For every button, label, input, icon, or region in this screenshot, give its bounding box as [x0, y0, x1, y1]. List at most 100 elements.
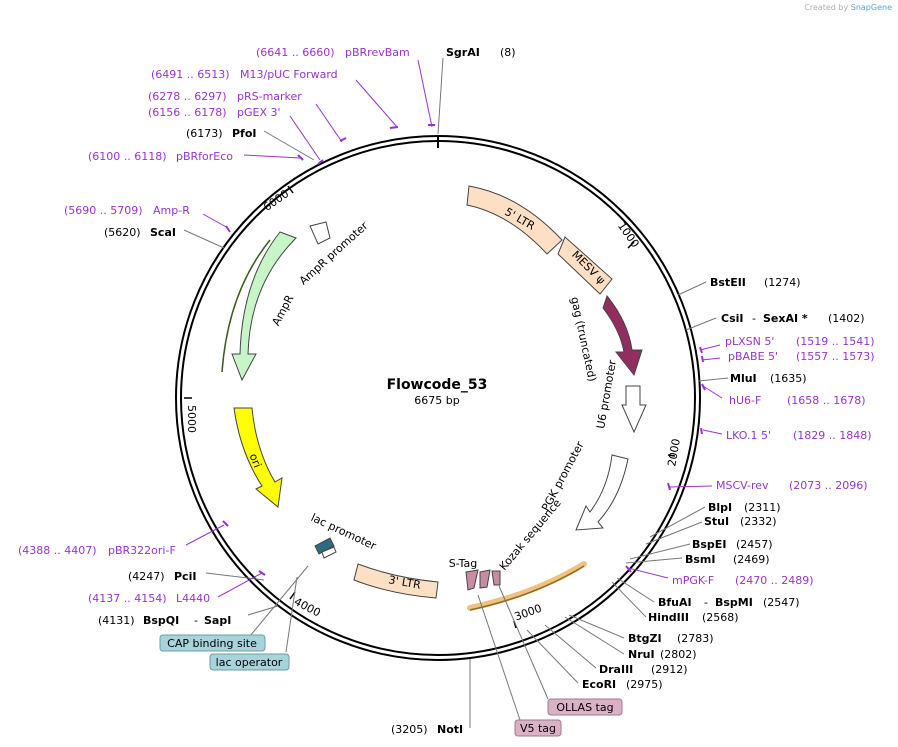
enzyme-csii: CsiI	[721, 312, 743, 325]
svg-text:-: -	[752, 312, 756, 325]
feature-ampr-promoter[interactable]	[309, 221, 331, 245]
svg-text:-: -	[194, 614, 198, 627]
enzyme-sexai: SexAI *	[763, 312, 808, 325]
primer-m13-puc-forward: M13/pUC Forward	[240, 68, 338, 81]
tick-label-5000: 5000	[185, 405, 198, 433]
enzyme-sites[interactable]: SgrAI (8) BstEII (1274) CsiI - SexAI * (…	[98, 46, 865, 736]
primer-plxsn-5: pLXSN 5'	[725, 335, 774, 348]
enzyme-bspqi: BspQI	[143, 614, 179, 627]
feature-3-ltr[interactable]	[353, 563, 439, 599]
svg-text:(4388 .. 4407): (4388 .. 4407)	[18, 544, 97, 557]
v5-tag-box	[514, 719, 562, 737]
svg-text:(8): (8)	[500, 46, 516, 59]
primer-l4440: L4440	[176, 592, 210, 605]
feature-label-kozak-sequence: Kozak sequence	[497, 496, 564, 573]
primer-mpgk-f: mPGK-F	[672, 574, 714, 587]
lac-operator-box	[209, 653, 290, 671]
boxed-feature-labels[interactable]: CAP binding site lac operator OLLAS tag …	[159, 565, 623, 737]
label-v5-tag: V5 tag	[520, 722, 556, 735]
svg-text:(2469): (2469)	[733, 553, 770, 566]
enzyme-pfoi: PfoI	[232, 127, 257, 140]
feature-ampr[interactable]	[231, 231, 297, 382]
tick-label-4000: 4000	[292, 595, 323, 620]
enzyme-sapi: SapI	[204, 614, 231, 627]
tick-label-3000: 3000	[513, 602, 544, 624]
enzyme-noti: NotI	[437, 723, 463, 736]
feature-mesv-psi[interactable]	[557, 236, 613, 295]
enzyme-ecori: EcoRI	[582, 678, 616, 691]
enzyme-pcii: PciI	[174, 570, 196, 583]
svg-text:(2547): (2547)	[763, 596, 800, 609]
feature-label-gag-truncated: gag (truncated)	[568, 296, 599, 383]
primer-hu6-f: hU6-F	[729, 394, 761, 407]
svg-text:(2457): (2457)	[736, 538, 773, 551]
enzyme-bfuai: BfuAI	[658, 596, 692, 609]
label-ollas-tag: OLLAS tag	[556, 701, 613, 714]
svg-text:(6641 .. 6660): (6641 .. 6660)	[256, 46, 335, 59]
svg-text:(3205): (3205)	[391, 723, 428, 736]
svg-text:(4131): (4131)	[98, 614, 135, 627]
cap-binding-site-box	[159, 634, 266, 652]
svg-text:(4247): (4247)	[128, 570, 165, 583]
feature-gag-truncated[interactable]	[602, 294, 643, 377]
svg-text:(2332): (2332)	[740, 515, 777, 528]
feature-u6-promoter[interactable]	[621, 385, 647, 434]
feature-s-tag[interactable]	[465, 569, 501, 591]
svg-text:(2975): (2975)	[626, 678, 663, 691]
feature-label-ampr: AmpR	[269, 292, 296, 327]
snapgene-logo: SnapGene	[850, 3, 892, 12]
enzyme-draiii: DraIII	[599, 663, 633, 676]
feature-label-ori: ori	[247, 452, 264, 470]
feature-pgk-promoter[interactable]	[575, 454, 629, 531]
svg-text:(6278 .. 6297): (6278 .. 6297)	[148, 90, 227, 103]
primer-mscv-rev: MSCV-rev	[716, 479, 769, 492]
svg-text:(2073 .. 2096): (2073 .. 2096)	[789, 479, 868, 492]
enzyme-bspei: BspEI	[692, 538, 726, 551]
primer-pgex-3: pGEX 3'	[237, 106, 281, 119]
feature-orf-highlight[interactable]	[467, 561, 587, 611]
feature-label-s-tag: S-Tag	[449, 557, 478, 570]
enzyme-scai: ScaI	[150, 226, 176, 239]
plasmid-length: 6675 bp	[414, 394, 459, 407]
tick-label-2000: 2000	[665, 438, 683, 468]
svg-text:(1635): (1635)	[770, 372, 807, 385]
primer-pbrforeco: pBRforEco	[176, 150, 233, 163]
primer-pbrrevbam: pBRrevBam	[345, 46, 410, 59]
svg-text:(1402): (1402)	[828, 312, 865, 325]
svg-text:(1658 .. 1678): (1658 .. 1678)	[787, 394, 866, 407]
primer-pbabe-5: pBABE 5'	[728, 350, 778, 363]
enzyme-blpi: BlpI	[708, 501, 732, 514]
svg-text:(1829 .. 1848): (1829 .. 1848)	[793, 429, 872, 442]
enzyme-btgzi: BtgZI	[628, 632, 662, 645]
enzyme-bsmi: BsmI	[685, 553, 716, 566]
svg-text:(6156 .. 6178): (6156 .. 6178)	[148, 106, 227, 119]
svg-text:(2912): (2912)	[651, 663, 688, 676]
svg-text:(5620): (5620)	[104, 226, 141, 239]
svg-text:(2470 .. 2489): (2470 .. 2489)	[735, 574, 814, 587]
svg-text:(2568): (2568)	[702, 611, 739, 624]
feature-lac-promoter[interactable]	[314, 537, 337, 559]
primer-prs-marker: pRS-marker	[237, 90, 302, 103]
primer-sites[interactable]: pBRrevBam (6641 .. 6660) M13/pUC Forward…	[18, 46, 875, 605]
feature-label-pgk-promoter: PGK promoter	[539, 439, 587, 513]
label-lac-operator: lac operator	[216, 656, 283, 669]
feature-label-u6-promoter: U6 promoter	[594, 359, 619, 430]
feature-5-ltr[interactable]	[466, 185, 563, 255]
feature-label-ampr-promoter: AmpR promoter	[297, 219, 371, 287]
svg-text:(6100 .. 6118): (6100 .. 6118)	[88, 150, 167, 163]
enzyme-hindiii: HindIII	[648, 611, 689, 624]
enzyme-nrui: NruI	[628, 648, 655, 661]
label-cap-binding-site: CAP binding site	[167, 637, 257, 650]
feature-orf-line	[469, 565, 585, 611]
feature-ampr-line	[221, 239, 271, 373]
enzyme-stui: StuI	[704, 515, 729, 528]
ollas-tag-box	[547, 698, 623, 716]
svg-text:(6173): (6173)	[186, 127, 223, 140]
svg-text:(1519 .. 1541): (1519 .. 1541)	[796, 335, 875, 348]
svg-text:(2802): (2802)	[660, 648, 697, 661]
primer-pbr322ori-f: pBR322ori-F	[108, 544, 176, 557]
feature-ori[interactable]	[233, 407, 283, 508]
svg-text:(6491 .. 6513): (6491 .. 6513)	[151, 68, 230, 81]
svg-text:(1557 .. 1573): (1557 .. 1573)	[796, 350, 875, 363]
